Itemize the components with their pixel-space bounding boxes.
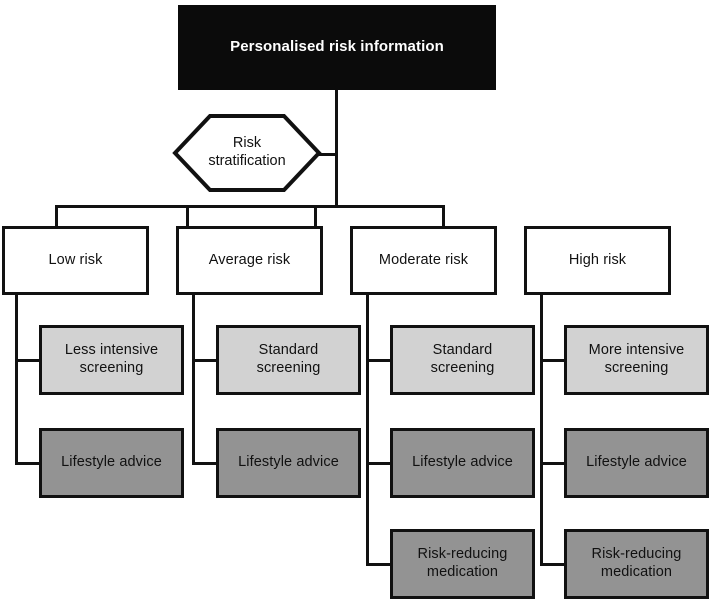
node-moderate-risk-action-2-label: Lifestyle advice (412, 454, 513, 471)
node-moderate-risk-action-3-line2: medication (426, 564, 499, 580)
node-personalised-risk-information[interactable]: Personalised risk information (178, 5, 496, 90)
node-high-risk[interactable]: High risk (524, 226, 671, 295)
node-average-risk-action-1-label: Standard screening (256, 342, 321, 376)
connector-trunk-vertical (335, 88, 338, 208)
node-low-risk-label: Low risk (48, 251, 103, 268)
node-moderate-risk[interactable]: Moderate risk (350, 226, 497, 295)
connector-drop-average (186, 205, 189, 227)
node-moderate-risk-action-3-label: Risk-reducing medication (412, 546, 514, 581)
node-average-risk-label: Average risk (208, 251, 291, 268)
node-high-risk-action-3-line1: Risk-reducing (591, 546, 682, 563)
node-low-risk-action-1-line2: screening (79, 360, 144, 376)
connector-stub-average-1 (192, 359, 218, 362)
hexagon-shape-icon (172, 114, 322, 192)
connector-stub-moderate-2 (366, 462, 392, 465)
connector-spine-average (192, 293, 195, 465)
node-high-risk-action-3-line2: medication (600, 564, 673, 580)
node-title-label: Personalised risk information (230, 38, 444, 56)
connector-drop-high (442, 205, 445, 227)
node-low-risk-action-2[interactable]: Lifestyle advice (39, 428, 184, 498)
node-risk-stratification-line2: stratification (208, 153, 286, 169)
node-moderate-risk-action-3[interactable]: Risk-reducing medication (390, 529, 535, 599)
node-high-risk-action-1-label: More intensive screening (583, 342, 691, 377)
connector-spine-low (15, 293, 18, 465)
connector-spine-moderate (366, 293, 369, 565)
node-low-risk-action-2-label: Lifestyle advice (61, 454, 162, 471)
node-low-risk-action-1-label: Less intensive screening (59, 342, 164, 377)
connector-stub-high-3 (540, 563, 566, 566)
node-risk-stratification-line1: Risk (232, 135, 262, 152)
connector-stub-high-1 (540, 359, 566, 362)
node-low-risk-action-1-line1: Less intensive (64, 342, 159, 359)
connector-stub-high-2 (540, 462, 566, 465)
node-high-risk-action-1[interactable]: More intensive screening (564, 325, 709, 395)
node-high-risk-action-1-line2: screening (604, 360, 669, 376)
node-average-risk-action-2-label: Lifestyle advice (238, 454, 339, 471)
connector-stub-moderate-3 (366, 563, 392, 566)
node-average-risk-action-1[interactable]: Standard screening (216, 325, 361, 395)
node-high-risk-label: High risk (568, 251, 627, 268)
node-high-risk-action-3[interactable]: Risk-reducing medication (564, 529, 709, 599)
node-risk-stratification-label: Risk stratification (208, 135, 285, 170)
node-moderate-risk-action-2[interactable]: Lifestyle advice (390, 428, 535, 498)
node-average-risk[interactable]: Average risk (176, 226, 323, 295)
node-high-risk-action-2-label: Lifestyle advice (586, 454, 687, 471)
connector-stub-low-2 (15, 462, 41, 465)
connector-hexagon-to-trunk (318, 153, 338, 156)
node-average-risk-action-2[interactable]: Lifestyle advice (216, 428, 361, 498)
node-risk-stratification[interactable]: Risk stratification (172, 113, 322, 193)
node-high-risk-action-3-label: Risk-reducing medication (586, 546, 688, 581)
node-moderate-risk-label: Moderate risk (378, 251, 469, 268)
node-moderate-risk-action-1-label: Standard screening (430, 342, 495, 376)
node-high-risk-action-2[interactable]: Lifestyle advice (564, 428, 709, 498)
connector-stub-low-1 (15, 359, 41, 362)
connector-stub-moderate-1 (366, 359, 392, 362)
node-moderate-risk-action-1[interactable]: Standard screening (390, 325, 535, 395)
node-moderate-risk-action-3-line1: Risk-reducing (417, 546, 508, 563)
node-high-risk-action-1-line1: More intensive (588, 342, 685, 359)
connector-drop-low (55, 205, 58, 227)
connector-stub-average-2 (192, 462, 218, 465)
connector-drop-moderate (314, 205, 317, 227)
node-low-risk[interactable]: Low risk (2, 226, 149, 295)
connector-spine-high (540, 293, 543, 565)
node-low-risk-action-1[interactable]: Less intensive screening (39, 325, 184, 395)
connector-distribution-bar (55, 205, 445, 208)
